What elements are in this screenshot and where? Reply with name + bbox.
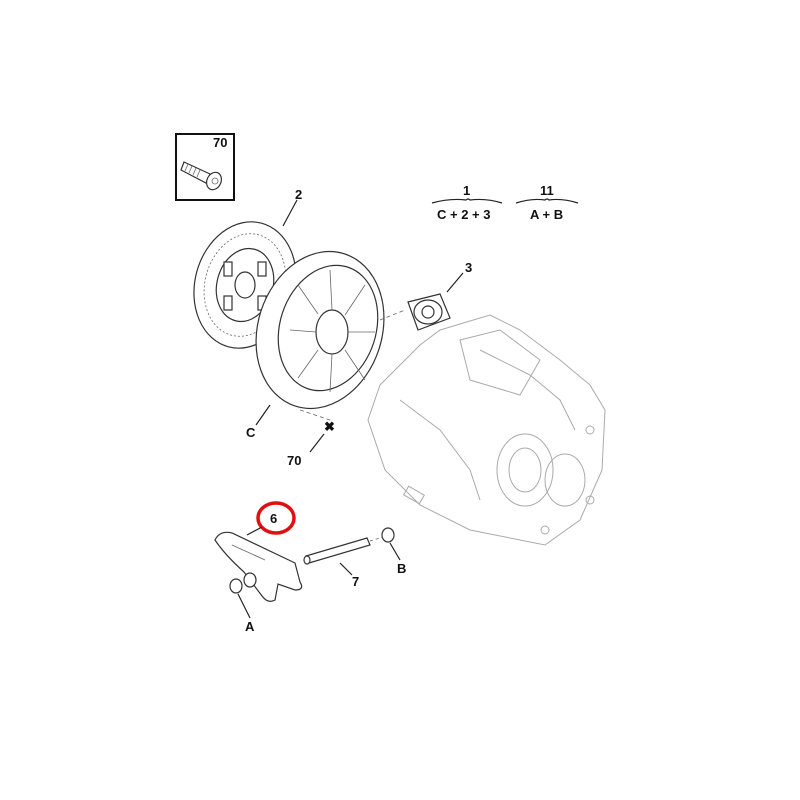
inset-label: 70: [213, 135, 227, 150]
callout-bearing: 3: [465, 260, 472, 275]
fork-shaft: [303, 537, 371, 565]
pressure-plate: [255, 250, 385, 410]
bolt-icon: [180, 161, 222, 191]
bolt-position-icon: ✖: [324, 419, 335, 434]
callout-fork: 6: [270, 511, 277, 526]
kit-number: 11: [540, 183, 554, 198]
callout-shaft: 7: [352, 574, 359, 589]
kit-1: 1 C + 2 + 3: [431, 183, 503, 222]
bush-a: [229, 578, 243, 594]
bush-b: [381, 527, 395, 543]
kit-11: 11 A + B: [515, 183, 579, 222]
highlight-circle: [256, 501, 296, 535]
callout-bush-a: A: [245, 619, 255, 634]
release-fork: [214, 531, 303, 602]
callout-disc: 2: [295, 187, 302, 202]
kit-contents: A + B: [530, 207, 563, 222]
kit-number: 1: [463, 183, 470, 198]
callout-pressure-plate: C: [246, 425, 256, 440]
callout-bolt: 70: [287, 453, 301, 468]
bolt-inset: 70: [175, 133, 235, 201]
kit-contents: C + 2 + 3: [437, 207, 490, 222]
callout-bush-b: B: [397, 561, 406, 576]
gearbox-housing: [367, 314, 606, 546]
release-bearing: [407, 293, 451, 331]
